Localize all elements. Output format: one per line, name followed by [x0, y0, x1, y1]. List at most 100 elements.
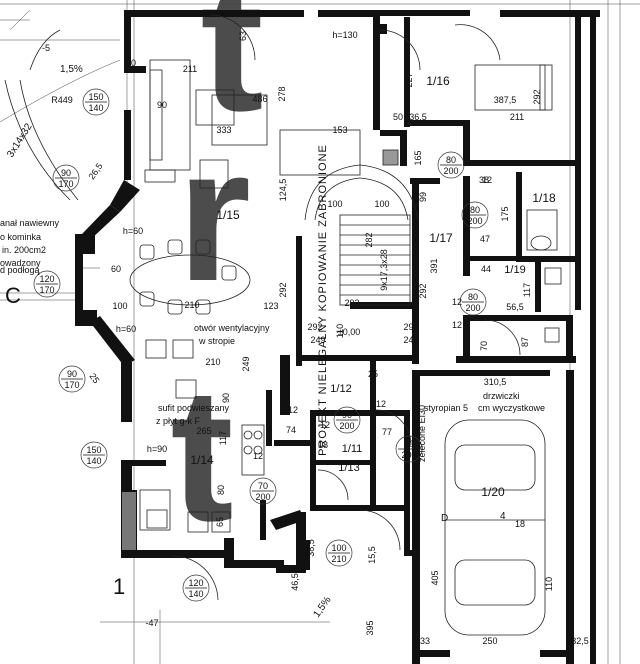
dimension-label: 265 — [196, 426, 211, 436]
dimension-label: 292 — [307, 322, 322, 332]
door-label-circle — [325, 539, 353, 567]
dimension-label: 405 — [430, 570, 440, 585]
room-label: 1/13 — [338, 462, 359, 474]
door-height: 200 — [443, 166, 458, 176]
dimension-label: 9x17,3x28 — [379, 249, 389, 291]
dimension-label: 38,5 — [306, 539, 316, 557]
watermark-layer: trt — [170, 0, 263, 561]
dimension-labels: 21148633327890h=13063153124,529212321010… — [42, 30, 589, 646]
dimension-label: 56,5 — [506, 302, 524, 312]
dimension-label: 333 — [216, 125, 231, 135]
dimension-label: 117 — [522, 283, 532, 297]
door-width: 90 — [67, 369, 77, 379]
dimension-label: 227 — [404, 72, 414, 87]
dimension-label: 100 — [374, 199, 389, 209]
door-width: 120 — [39, 274, 54, 284]
door-height: 200 — [401, 450, 416, 460]
dimension-label: 77 — [382, 427, 392, 437]
section-marker: D — [441, 513, 448, 524]
dimension-label: 395 — [365, 620, 375, 635]
door-label-circle — [249, 477, 277, 505]
dimension-label: ±0,00 — [338, 327, 360, 337]
dimension-label: 50 — [393, 112, 403, 122]
annotation-notes: otwór wentylacyjny w stropie sufit podwies… — [0, 218, 545, 462]
door-width: 70 — [258, 481, 268, 491]
section-marker: 1,5% — [60, 64, 83, 75]
door-width: 90 — [342, 410, 352, 420]
dimension-label: 124,5 — [278, 179, 288, 202]
dimension-label: 153 — [332, 125, 347, 135]
door-width: 150 — [88, 92, 103, 102]
door-width: 120 — [188, 578, 203, 588]
dimension-label: 25 — [87, 371, 101, 385]
door-label-circle — [33, 270, 61, 298]
fixtures — [129, 14, 562, 636]
dimension-label: 249 — [310, 335, 325, 345]
section-marker: 1 — [113, 574, 125, 599]
door-width: 80 — [468, 292, 478, 302]
dimension-label: h=130 — [332, 30, 357, 40]
door-label-circle — [80, 441, 108, 469]
dimension-label: 165 — [413, 150, 423, 165]
dimension-label: 210 — [184, 300, 199, 310]
dimension-label: 44 — [481, 264, 491, 274]
door-labels: 1501409017012017090170150140802008020080… — [33, 88, 489, 602]
walls — [75, 10, 600, 664]
dimension-label: 12 — [320, 420, 330, 430]
door-height: 140 — [88, 103, 103, 113]
dimension-label: 282 — [364, 232, 374, 247]
dimension-label: 90 — [221, 393, 231, 403]
dimension-label: 278 — [277, 86, 287, 101]
dimension-label: 310,5 — [484, 377, 507, 387]
door-label-circle — [395, 435, 423, 463]
dimension-label: 60 — [111, 264, 121, 274]
dimension-label: 12 — [376, 399, 386, 409]
annotation-note: anał nawiewny — [0, 218, 60, 228]
annotation-note: drzwiczki — [483, 391, 520, 401]
dimension-label: 292 — [278, 282, 288, 297]
dimension-label: 110 — [544, 577, 554, 591]
dimension-label: 211 — [510, 112, 524, 122]
door-label-circle — [182, 574, 210, 602]
door-width: 150 — [86, 445, 101, 455]
annotation-note: otwór wentylacyjny — [194, 323, 270, 333]
dimension-label: R449 — [51, 95, 73, 105]
door-height: 170 — [64, 380, 79, 390]
door-height: 200 — [465, 303, 480, 313]
door-height: 210 — [331, 554, 346, 564]
dimension-label: 123 — [263, 301, 278, 311]
room-label: 1/15 — [216, 208, 240, 222]
dimension-label: 12 — [452, 320, 462, 330]
annotation-note: w stropie — [198, 336, 235, 346]
dimension-label: -47 — [145, 618, 158, 628]
watermark-vertical-text: PROJEKT NIELEGALNY KOPIOWANIE ZABRONIONE — [317, 144, 329, 456]
door-label-circle — [52, 164, 80, 192]
dimension-label: 117 — [218, 431, 228, 445]
dimension-label: 292 — [344, 298, 359, 308]
door-label-circle — [333, 406, 361, 434]
annotation-note: sufit podwieszany — [158, 403, 230, 413]
dimension-label: 12 — [482, 175, 492, 185]
door-label-circle — [58, 365, 86, 393]
dimension-label: 12 — [452, 297, 462, 307]
room-label: 1/19 — [504, 264, 525, 276]
door-height: 200 — [467, 216, 482, 226]
door-height: 170 — [58, 179, 73, 189]
door-width: 80 — [470, 205, 480, 215]
dimension-label: 210 — [205, 357, 220, 367]
annotation-note: in. 200cm2 — [2, 245, 46, 255]
dimension-label: 12 — [288, 405, 298, 415]
door-label-circle — [437, 151, 465, 179]
dimension-label: h=60 — [116, 324, 136, 334]
dimension-label: 90 — [157, 100, 167, 110]
room-label: 1/16 — [426, 74, 450, 88]
door-width: 100 — [331, 543, 346, 553]
door-height: 140 — [86, 456, 101, 466]
